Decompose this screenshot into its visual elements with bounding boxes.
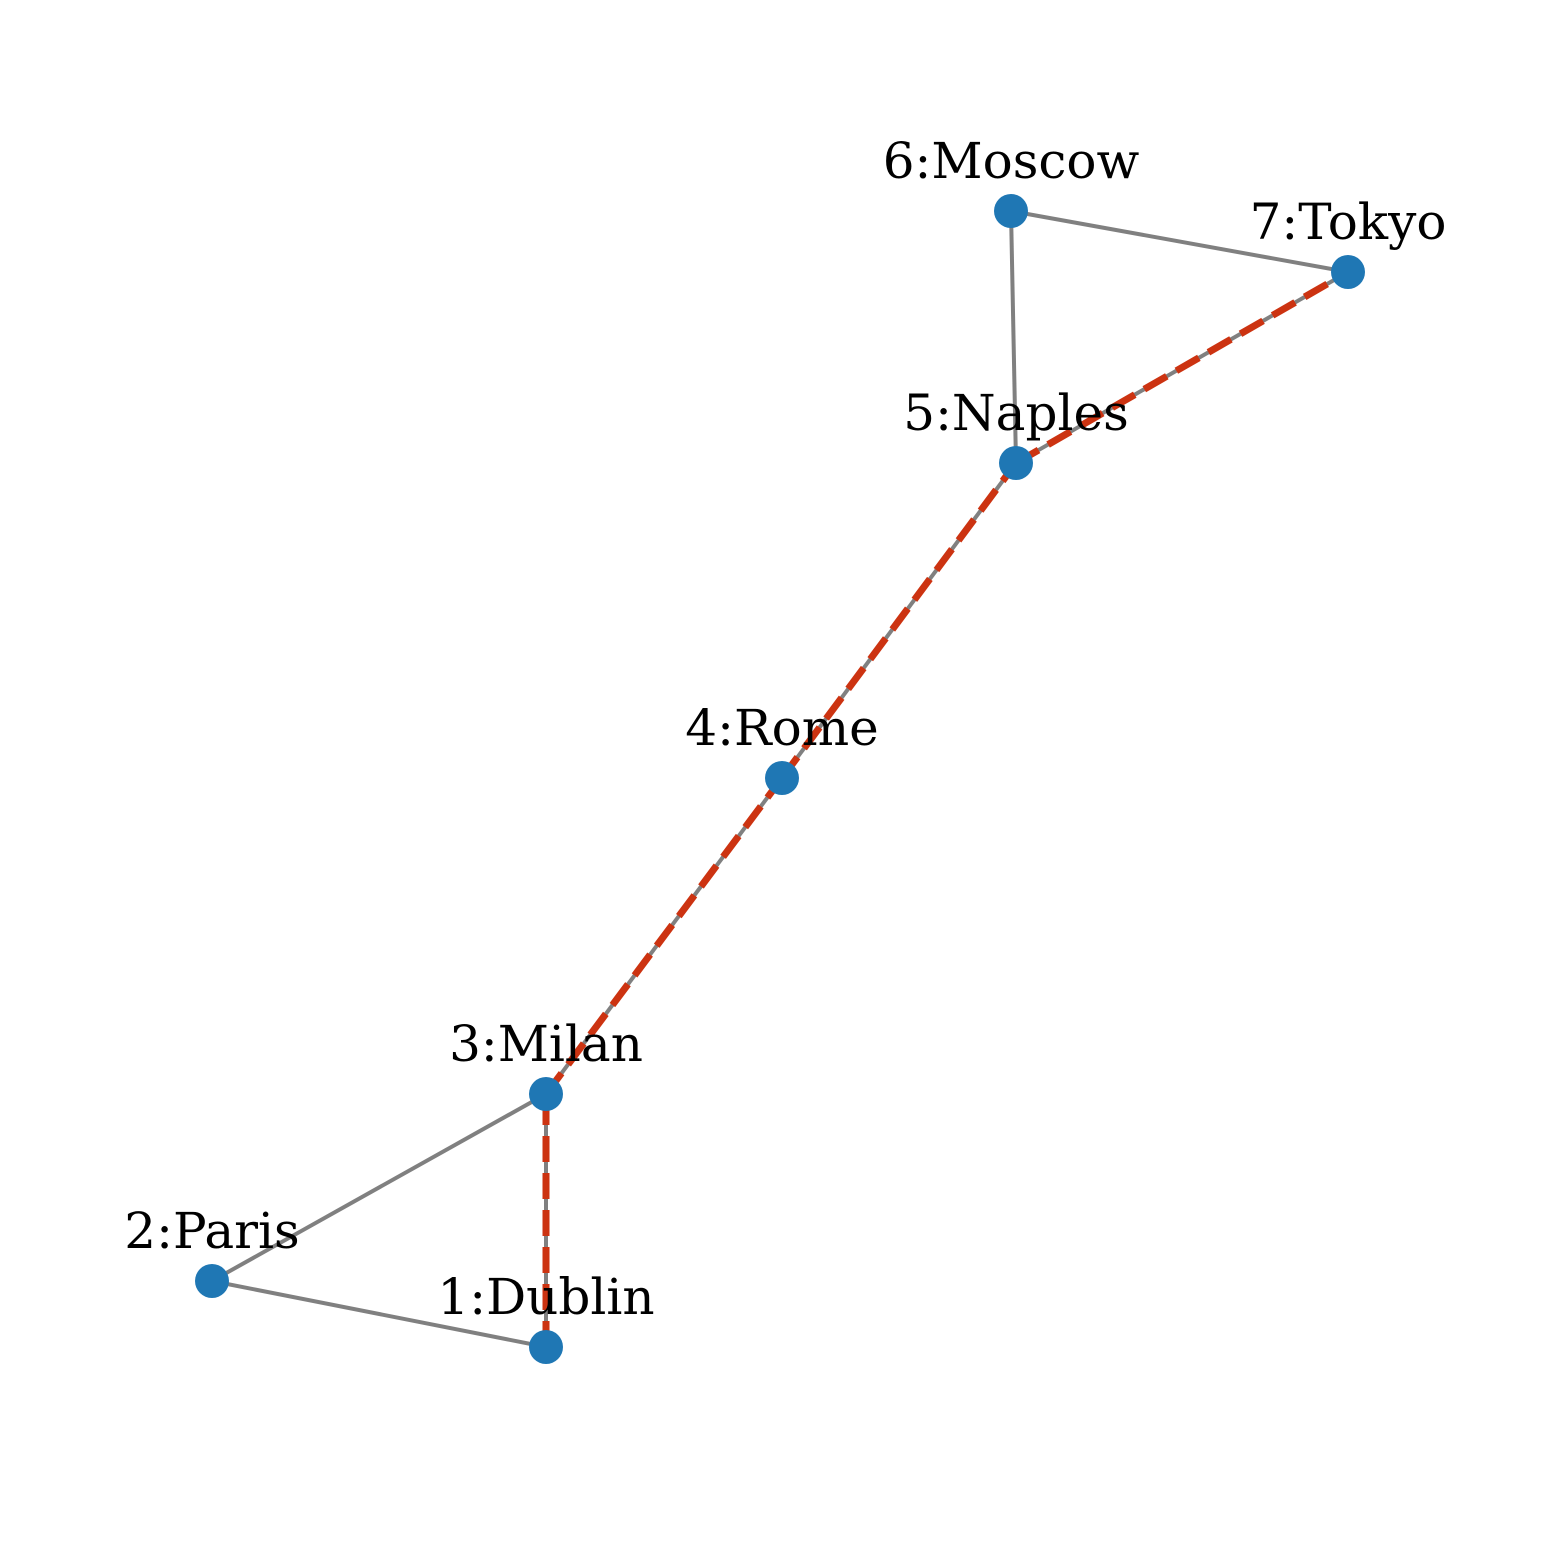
node-4 [765,761,799,795]
node-5 [999,446,1033,480]
node-label-3: 3:Milan [449,1015,643,1073]
node-6 [994,194,1028,228]
edge-1-2 [211,1279,547,1349]
path-segment-5-7 [1014,268,1350,467]
nodes-layer [195,194,1365,1364]
labels-layer: 1:Dublin 2:Paris 3:Milan 4:Rome 5:Naples 6:Mo… [124,132,1446,1326]
node-label-7: 7:Tokyo [1250,193,1447,251]
node-label-5: 5:Naples [903,384,1128,442]
edge-6-7 [1010,209,1349,274]
path-segment-4-5 [779,460,1019,781]
node-3 [529,1077,563,1111]
node-2 [195,1264,229,1298]
node-7 [1331,255,1365,289]
path-segment-3-4 [543,775,785,1097]
edge-2-3 [211,1092,547,1283]
node-1 [529,1330,563,1364]
node-label-6: 6:Moscow [883,132,1140,190]
node-label-2: 2:Paris [124,1202,299,1260]
highlighted-path-layer [542,268,1350,1347]
node-label-1: 1:Dublin [437,1268,654,1326]
edge-5-6 [1009,210,1018,464]
node-label-4: 4:Rome [685,699,878,757]
